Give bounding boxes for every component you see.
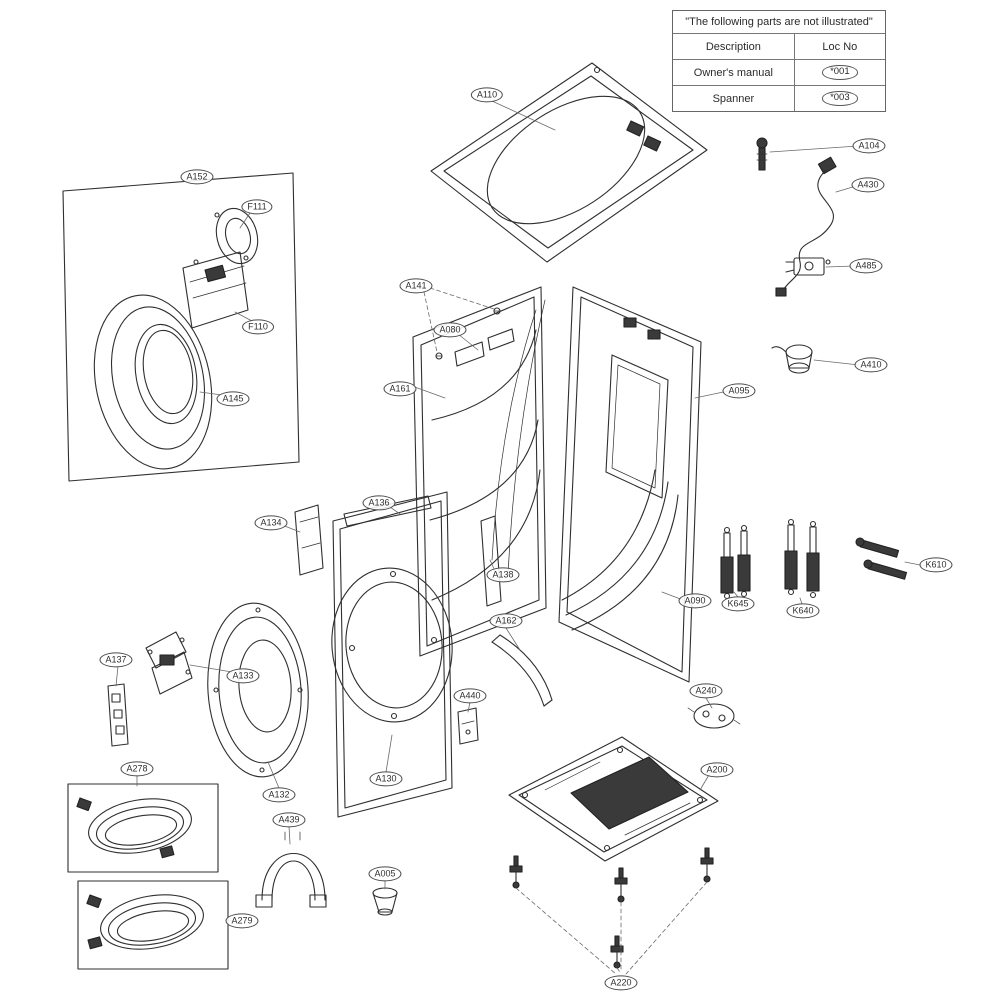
callout-A137: A137 [99, 652, 133, 668]
callout-A110: A110 [470, 87, 504, 103]
callout-A005: A005 [368, 866, 402, 882]
damper-cap-drawing [771, 344, 813, 374]
callout-A138: A138 [486, 567, 520, 583]
table-column-header-row: Description Loc No [673, 34, 885, 60]
callout-A133: A133 [226, 668, 260, 684]
callout-A104: A104 [852, 138, 886, 154]
loc-no-oval: *003 [822, 91, 858, 106]
row-description: Owner's manual [673, 60, 795, 85]
callout-A279: A279 [225, 913, 259, 929]
not-illustrated-table: "The following parts are not illustrated… [672, 10, 886, 112]
callout-A130: A130 [369, 771, 403, 787]
small-bracket-drawing [457, 707, 479, 745]
leader-lines [115, 100, 926, 922]
callout-F110: F110 [242, 319, 274, 335]
power-cord-drawing [775, 156, 837, 297]
front-panel-drawing [331, 491, 453, 818]
callout-A152: A152 [180, 169, 214, 185]
row-loc-no: *003 [795, 86, 885, 111]
column-header-loc-no: Loc No [822, 40, 858, 53]
row-description: Spanner [673, 86, 795, 111]
column-header-description: Description [673, 34, 795, 59]
rear-cabinet-drawing [558, 286, 702, 683]
hose-bracket-drawing [255, 831, 327, 908]
damper-drawings [720, 518, 820, 600]
callout-A439: A439 [272, 812, 306, 828]
hose-box-1-drawing [67, 783, 219, 873]
callout-A136: A136 [362, 495, 396, 511]
callout-A145: A145 [216, 391, 250, 407]
strip-bracket-drawing [107, 683, 129, 747]
callout-A141: A141 [399, 278, 433, 294]
small-cap-drawing [372, 887, 398, 916]
callout-A132: A132 [262, 787, 296, 803]
hinge-bracket-drawing [145, 631, 193, 695]
row-loc-no: *001 [795, 60, 885, 85]
callout-A200: A200 [700, 762, 734, 778]
callout-A485: A485 [849, 258, 883, 274]
bolt-drawings [855, 537, 908, 580]
callout-K645: K645 [721, 596, 755, 612]
table-title: "The following parts are not illustrated… [673, 11, 885, 34]
callout-A134: A134 [254, 515, 288, 531]
callout-A440: A440 [453, 688, 487, 704]
side-bracket-drawing [294, 504, 324, 576]
callout-A161: A161 [383, 381, 417, 397]
noise-filter-drawing [785, 257, 831, 276]
anchor-bolt-drawing [756, 137, 768, 171]
curved-duct-drawing [491, 634, 553, 707]
callout-A430: A430 [851, 177, 885, 193]
table-row: Owner's manual *001 [673, 60, 885, 86]
callout-A278: A278 [120, 761, 154, 777]
screw-drawings [423, 287, 501, 360]
callout-F111: F111 [241, 199, 273, 215]
callout-K640: K640 [786, 603, 820, 619]
callout-A095: A095 [722, 383, 756, 399]
table-row: Spanner *003 [673, 86, 885, 111]
hose-box-2-drawing [77, 880, 229, 970]
leveling-feet-drawing [509, 847, 714, 975]
door-assembly-box-drawing [62, 172, 300, 482]
base-assembly-drawing [508, 736, 719, 862]
callout-A162: A162 [489, 613, 523, 629]
callout-A090: A090 [678, 593, 712, 609]
callout-A220: A220 [604, 975, 638, 991]
loc-no-oval: *001 [822, 65, 858, 80]
top-panel-drawing [430, 62, 708, 263]
callout-K610: K610 [919, 557, 953, 573]
pump-part-drawing [687, 703, 741, 729]
callout-A080: A080 [433, 322, 467, 338]
door-ring-drawing [207, 602, 309, 778]
callout-A410: A410 [854, 357, 888, 373]
callout-A240: A240 [689, 683, 723, 699]
inner-front-panel-drawing [412, 286, 547, 657]
